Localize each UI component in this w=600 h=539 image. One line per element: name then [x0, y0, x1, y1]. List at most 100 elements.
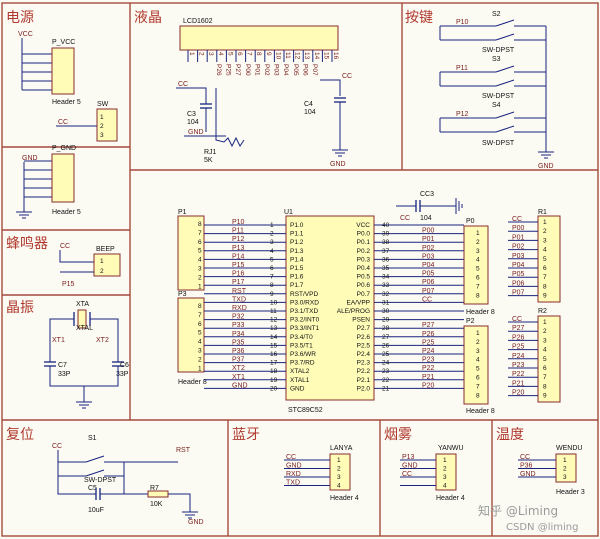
- bluetooth-pin-number: 3: [337, 474, 341, 481]
- p-vcc-footprint: Header 5: [52, 99, 81, 106]
- s4-designator: S4: [492, 102, 501, 109]
- lcd-net-label: P06: [301, 64, 308, 76]
- u1-left-pin-number: 14: [270, 334, 278, 341]
- lanya-designator: LANYA: [330, 445, 353, 452]
- temperature-pin-number: 3: [563, 474, 567, 481]
- p3-pin-number: 7: [198, 312, 202, 319]
- crystal-block: XTA XTAL XT1 XT2 C7 33P C6 33P: [44, 301, 129, 409]
- u1-left-pin-number: 3: [270, 239, 274, 246]
- u1-designator: U1: [284, 209, 293, 216]
- u1-left-pin-number: 16: [270, 351, 278, 358]
- cc3-cc-net: CC: [400, 215, 410, 222]
- p-vcc-header: [51, 47, 75, 95]
- u1-right-pin-number: 25: [382, 351, 390, 358]
- lcd-net-label: P00: [244, 64, 251, 76]
- u1-left-pin-number: 8: [270, 282, 274, 289]
- u1-left-pin-name: P1.3: [290, 248, 304, 255]
- section-title-temperature: 温度: [496, 427, 524, 443]
- u1-right-pin-number: 33: [382, 282, 390, 289]
- p1-pin-number: 4: [198, 257, 202, 264]
- section-title-buzzer: 蜂鸣器: [6, 235, 48, 252]
- r1-net: P06: [512, 280, 525, 287]
- u1-left-net: P17: [232, 279, 245, 286]
- beep-designator: BEEP: [96, 246, 115, 253]
- p2-pin-number: 5: [476, 366, 480, 373]
- csdn-watermark: CSDN @liming: [506, 522, 578, 533]
- u1-right-pin-name: P2.2: [357, 368, 371, 375]
- r2-net: P25: [512, 344, 525, 351]
- section-title-crystal: 晶振: [6, 300, 34, 316]
- xta-designator: XTA: [76, 301, 89, 308]
- u1-left-net: XT2: [232, 365, 245, 372]
- r1-pin-number: 9: [543, 293, 547, 300]
- yanwu-footprint: Header 4: [436, 495, 465, 502]
- u1-left-pin-number: 18: [270, 368, 278, 375]
- u1-left-pin-name: GND: [290, 385, 305, 392]
- p3-pin-number: 1: [198, 365, 202, 372]
- p3-pin-number: 8: [198, 303, 202, 310]
- p2-pin-number: 1: [476, 330, 480, 337]
- smoke-pin-number: 1: [443, 457, 447, 464]
- r2-resistor-pack: [537, 315, 561, 403]
- vcc-net-label: VCC: [18, 31, 33, 38]
- p0-pin-number: 6: [476, 275, 480, 282]
- r2-pin-number: 8: [543, 383, 547, 390]
- svg-text:3: 3: [100, 132, 104, 139]
- temperature-pin-number: 1: [563, 457, 567, 464]
- s4-type: SW-DPST: [482, 140, 515, 147]
- p2-pin-number: 6: [476, 375, 480, 382]
- section-title-lcd: 液晶: [134, 10, 162, 26]
- lanya-footprint: Header 4: [330, 495, 359, 502]
- p1-pin-number: 5: [198, 248, 202, 255]
- u1-left-pin-name: XTAL2: [290, 368, 310, 375]
- u1-right-pin-number: 35: [382, 265, 390, 272]
- p2-pin-number: 4: [476, 357, 480, 364]
- p2-designator: P2: [466, 318, 475, 325]
- p3-footprint: Header 8: [178, 379, 207, 386]
- p1-pin-number: 6: [198, 239, 202, 246]
- p0-pin-number: 1: [476, 230, 480, 237]
- buzzer-cc-net: CC: [60, 243, 70, 250]
- u1-right-net: P00: [422, 228, 435, 235]
- cc3-designator: CC3: [420, 191, 434, 198]
- reset-cc-net: CC: [52, 443, 62, 450]
- rj1-value: 5K: [204, 157, 213, 164]
- u1-left-net: P15: [232, 262, 245, 269]
- u1-right-pin-number: 28: [382, 325, 390, 332]
- u1-right-net: P06: [422, 279, 435, 286]
- r2-pin-number: 3: [543, 337, 547, 344]
- u1-left-net: XT1: [232, 374, 245, 381]
- lcd-pin-number: 1: [188, 52, 195, 56]
- u1-right-net: P22: [422, 365, 435, 372]
- c7-value: 33P: [58, 371, 71, 378]
- lcd-pin-number: 12: [294, 52, 301, 60]
- lcd-pin-number: 9: [265, 52, 272, 56]
- smoke-pin-number: 3: [443, 474, 447, 481]
- lcd-net-label: P01: [253, 64, 260, 76]
- u1-right-pin-number: 26: [382, 342, 390, 349]
- lcd-net-label: P05: [292, 64, 299, 76]
- p-gnd-designator: P_GND: [52, 145, 76, 152]
- sw-cc-net: CC: [58, 119, 68, 126]
- u1-right-net: P02: [422, 245, 435, 252]
- key-p12-net: P12: [456, 111, 469, 118]
- r2-pin-number: 2: [543, 328, 547, 335]
- sw-designator: SW: [97, 101, 109, 108]
- lcd-pin-number: 15: [322, 52, 329, 60]
- r1-pin-number: 6: [543, 265, 547, 272]
- u1-right-net: P04: [422, 262, 435, 269]
- u1-right-pin-number: 22: [382, 377, 390, 384]
- r2-net: P21: [512, 380, 525, 387]
- u1-left-pin-number: 6: [270, 265, 274, 272]
- lcd-designator: LCD1602: [183, 18, 213, 25]
- xtal-label: XTAL: [76, 325, 93, 332]
- u1-right-pin-number: 30: [382, 308, 390, 315]
- crystal-xtal: [77, 309, 87, 329]
- p3-designator: P3: [178, 291, 187, 298]
- u1-right-pin-name: P2.5: [357, 342, 371, 349]
- smoke-net: P13: [402, 454, 415, 461]
- u1-left-pin-number: 4: [270, 248, 274, 255]
- u1-left-pin-name: P1.5: [290, 265, 304, 272]
- yanwu-header: [435, 453, 457, 491]
